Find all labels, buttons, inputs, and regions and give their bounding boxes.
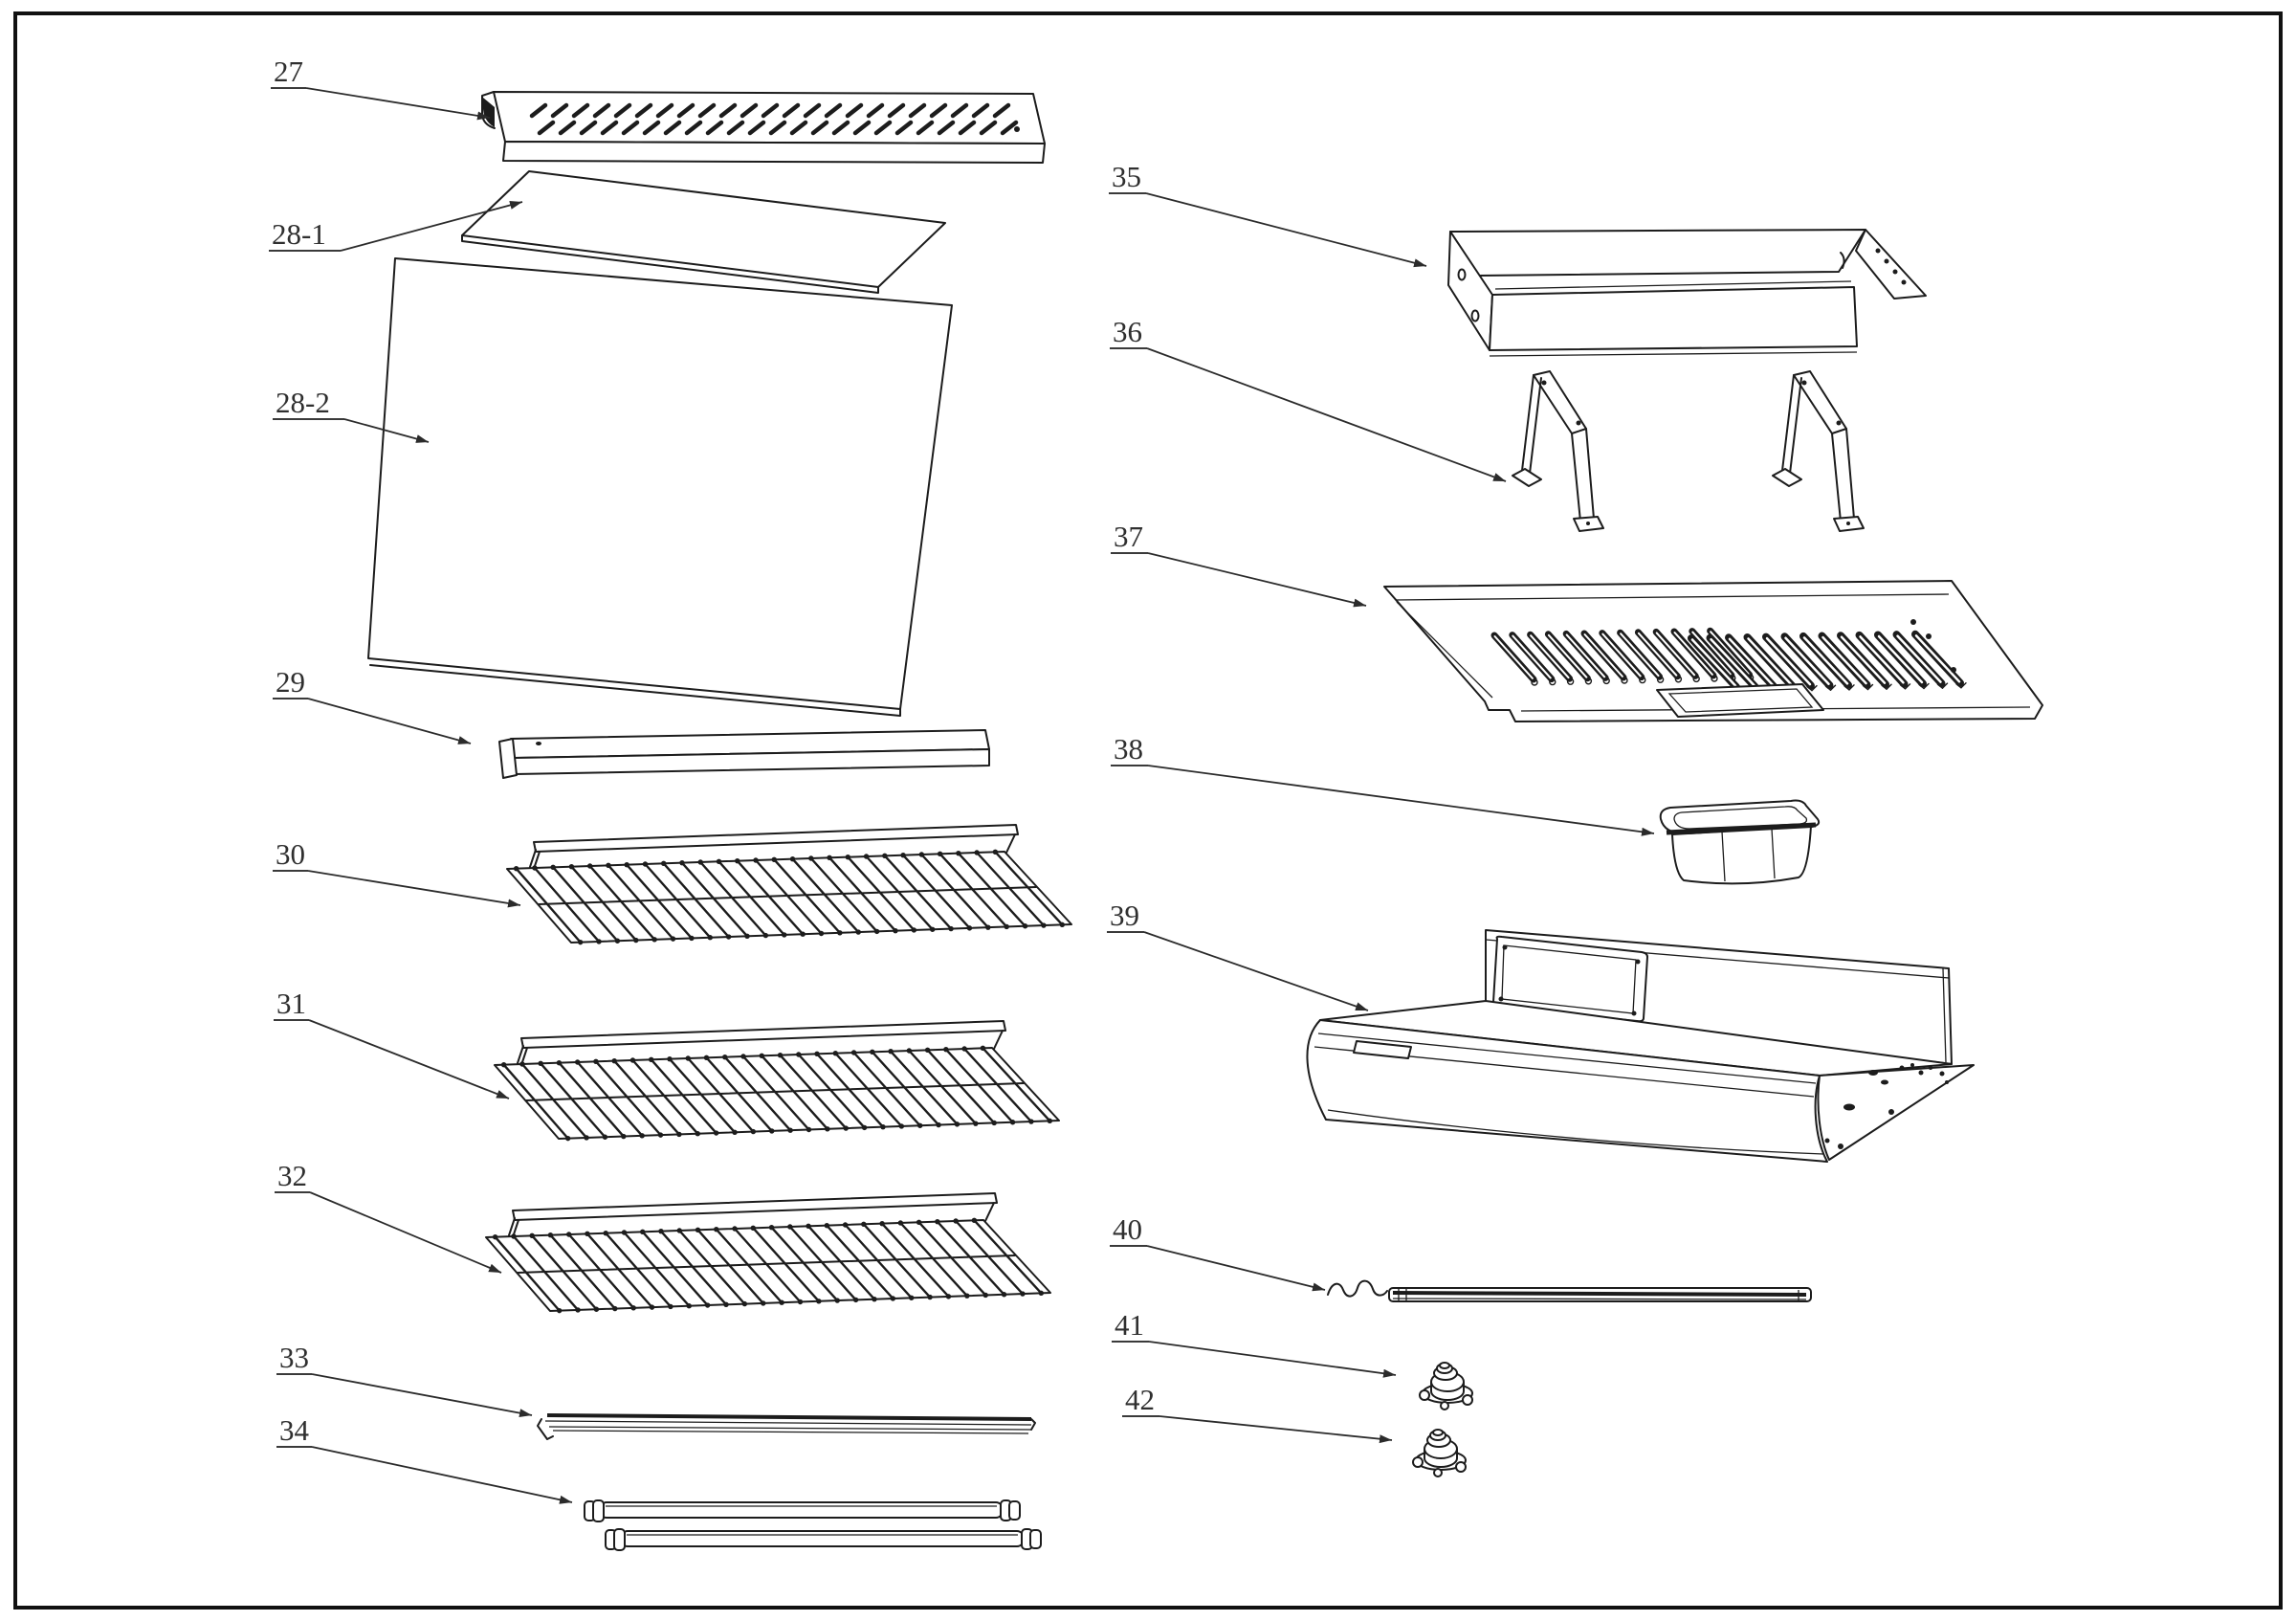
part-control-housing — [1306, 929, 1975, 1163]
callout-label: 39 — [1110, 899, 1139, 932]
callout-label: 34 — [279, 1413, 310, 1447]
callout-label: 32 — [277, 1159, 307, 1192]
part-support-bar — [498, 729, 990, 779]
callout-label: 31 — [276, 987, 306, 1020]
part-trim-rail — [537, 1413, 1036, 1440]
callout-41: 41 — [1112, 1308, 1397, 1378]
callout-33: 33 — [276, 1341, 533, 1418]
part-wire-shelf-middle — [493, 1019, 1061, 1143]
callout-30: 30 — [273, 837, 521, 908]
part-louvered-vent-panel — [1383, 580, 2043, 722]
part-top-tray — [1447, 229, 1927, 357]
part-condensate-pan — [1659, 799, 1821, 885]
callout-31: 31 — [274, 987, 510, 1099]
callout-label: 36 — [1113, 315, 1142, 348]
part-wire-shelf-upper — [505, 823, 1073, 946]
callout-28-2: 28-2 — [273, 386, 430, 443]
callout-label: 38 — [1114, 732, 1143, 766]
callout-label: 33 — [279, 1341, 309, 1374]
part-thermostat-upper — [1419, 1362, 1473, 1410]
callout-label: 41 — [1115, 1308, 1144, 1342]
callout-label: 42 — [1125, 1383, 1155, 1416]
part-glass-top-panel — [461, 170, 946, 294]
callout-label: 28-1 — [272, 217, 326, 251]
callout-38: 38 — [1111, 732, 1655, 836]
callout-label: 40 — [1113, 1212, 1142, 1246]
callout-label: 30 — [276, 837, 305, 871]
part-wire-shelf-lower — [484, 1191, 1052, 1315]
callout-40: 40 — [1110, 1212, 1326, 1292]
callout-label: 29 — [276, 665, 305, 699]
callout-42: 42 — [1122, 1383, 1393, 1444]
callout-28-1: 28-1 — [269, 201, 523, 252]
callout-label: 37 — [1114, 520, 1143, 553]
diagram-border — [13, 11, 2283, 1610]
part-heater-tube — [1327, 1279, 1812, 1302]
callout-32: 32 — [275, 1159, 502, 1274]
callout-label: 35 — [1112, 160, 1141, 193]
part-support-bracket-pair — [1512, 370, 1865, 532]
part-glass-front-panel — [367, 257, 953, 717]
callout-35: 35 — [1109, 160, 1427, 268]
callout-27: 27 — [271, 55, 491, 121]
callout-37: 37 — [1111, 520, 1367, 608]
part-lamp-tube-pair — [584, 1499, 1042, 1551]
callout-29: 29 — [273, 665, 472, 744]
part-thermostat-lower — [1412, 1429, 1467, 1477]
callout-36: 36 — [1110, 315, 1507, 482]
callout-label: 28-2 — [276, 386, 330, 419]
callout-34: 34 — [276, 1413, 573, 1504]
callout-label: 27 — [274, 55, 303, 88]
part-vent-grille-top-panel — [481, 91, 1046, 164]
callout-39: 39 — [1107, 899, 1369, 1011]
